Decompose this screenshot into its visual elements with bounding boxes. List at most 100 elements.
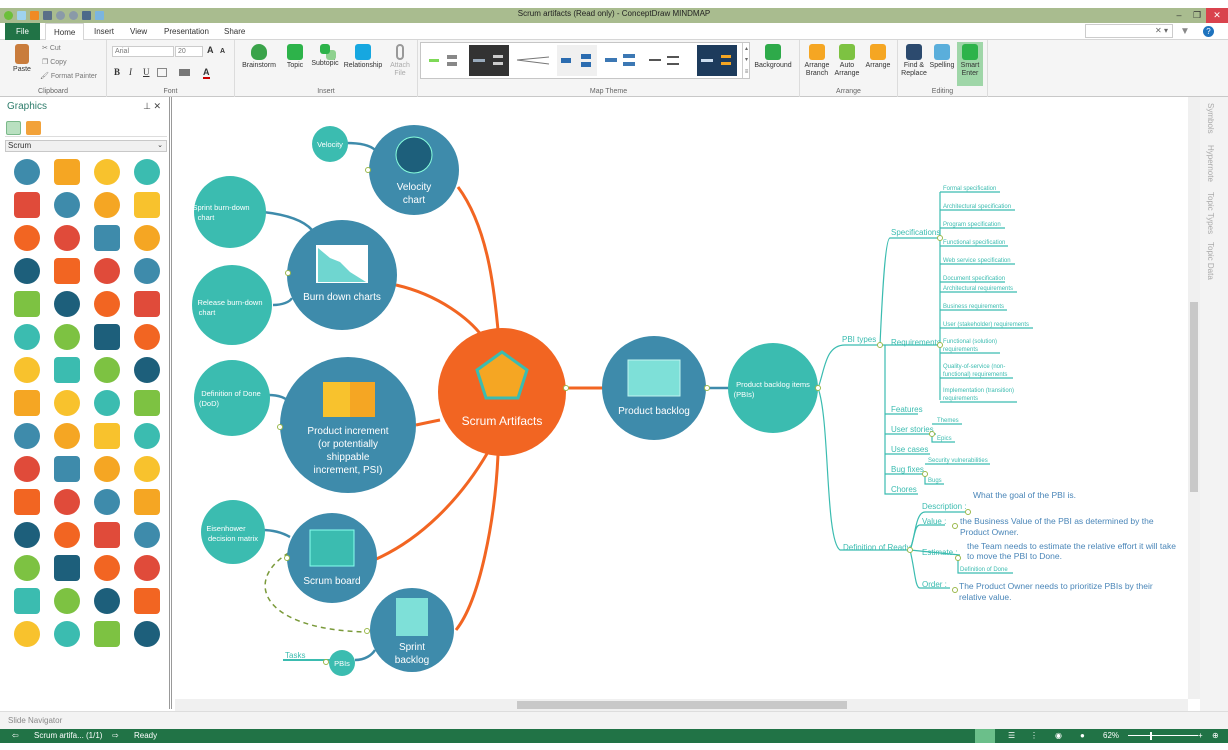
pbi-types-label[interactable]: PBI types [842, 335, 876, 344]
graphic-goal[interactable] [87, 551, 127, 584]
graphic-team-gears[interactable] [47, 254, 87, 287]
graphic-refresh[interactable] [127, 518, 167, 551]
graphic-thumbs-down[interactable] [7, 584, 47, 617]
story-item[interactable]: Epics [937, 436, 952, 442]
auto-arrange-button[interactable]: Auto Arrange [832, 44, 862, 78]
spec-item[interactable]: Functional specification [943, 240, 1005, 246]
requirements-label[interactable]: Requirements [891, 338, 941, 347]
graphic-presenter[interactable] [87, 386, 127, 419]
topic-button[interactable]: Topic [283, 44, 307, 70]
graphic-cycle[interactable] [87, 485, 127, 518]
filter-icon[interactable]: ▼ [1180, 26, 1190, 37]
graphic-questions[interactable] [47, 419, 87, 452]
graphic-businessman[interactable] [127, 551, 167, 584]
tab-topic-types[interactable]: Topic Types [1206, 192, 1215, 235]
graphic-hierarchy[interactable] [7, 485, 47, 518]
graphic-download[interactable] [127, 320, 167, 353]
view-tree-icon[interactable]: ⋮ [1030, 731, 1038, 740]
cut-button[interactable]: ✂ Cut [42, 45, 61, 52]
graphic-checklist[interactable] [7, 155, 47, 188]
bug-item[interactable]: Bugs [928, 478, 942, 484]
graphic-team-boxes[interactable] [7, 188, 47, 221]
arrange-branch-button[interactable]: Arrange Branch [802, 44, 832, 78]
graphic-bar-growth[interactable] [47, 320, 87, 353]
font-family-select[interactable]: Arial [112, 46, 174, 57]
graphic-check-circle[interactable] [7, 287, 47, 320]
view-mindmap-icon[interactable] [975, 729, 995, 743]
graphic-bug[interactable] [87, 188, 127, 221]
dor-label[interactable]: Definition of Ready [843, 543, 911, 552]
gallery-more-icon[interactable]: ≡ [744, 69, 749, 76]
arrange-button[interactable]: Arrange [862, 44, 894, 70]
graphic-growth-chart[interactable] [7, 221, 47, 254]
graphic-set-square[interactable] [87, 287, 127, 320]
new-icon[interactable] [17, 11, 26, 20]
theme-6[interactable] [645, 45, 685, 76]
graphic-gears-clock[interactable] [87, 353, 127, 386]
node-eisenhower[interactable] [201, 500, 265, 564]
zoom-slider[interactable] [1128, 735, 1198, 736]
graphic-team-check[interactable] [47, 551, 87, 584]
brainstorm-button[interactable]: Brainstorm [238, 44, 280, 70]
node-dod[interactable] [194, 360, 270, 436]
specifications-label[interactable]: Specifications [891, 228, 940, 237]
graphic-warning[interactable] [7, 386, 47, 419]
graphic-alert-bubble[interactable] [87, 155, 127, 188]
graphic-loop[interactable] [127, 485, 167, 518]
node-product-increment[interactable] [280, 357, 416, 493]
node-pbi-items[interactable] [728, 343, 818, 433]
gallery-up-icon[interactable]: ▴ [744, 45, 748, 52]
theme-3[interactable] [513, 45, 553, 76]
graphic-board[interactable] [47, 452, 87, 485]
graphic-burndown[interactable] [127, 188, 167, 221]
font-size-select[interactable]: 20 [175, 46, 203, 57]
chores-label[interactable]: Chores [891, 485, 917, 494]
dor-estimate-label[interactable]: Estimate : [922, 548, 958, 557]
graphic-speaker[interactable] [87, 452, 127, 485]
tab-share[interactable]: Share [224, 27, 246, 36]
graphic-question-cards[interactable] [47, 485, 87, 518]
bold-button[interactable]: B [114, 67, 121, 77]
subtopic-button[interactable]: Subtopic [309, 44, 341, 68]
minimize-button[interactable]: – [1176, 10, 1182, 20]
dor-description-label[interactable]: Description : [922, 502, 966, 511]
graphic-document[interactable] [127, 254, 167, 287]
graphic-id-card[interactable] [47, 617, 87, 650]
slide-navigator[interactable]: Slide Navigator [0, 711, 1228, 729]
horizontal-scroll-thumb[interactable] [517, 701, 847, 709]
theme-4[interactable] [557, 45, 597, 76]
save-icon[interactable] [43, 11, 52, 20]
bug-fixes-label[interactable]: Bug fixes [891, 465, 924, 474]
graphic-mvp-box[interactable] [47, 353, 87, 386]
print-icon[interactable] [82, 11, 91, 20]
graphic-gear[interactable] [47, 155, 87, 188]
graphic-document-check[interactable] [7, 254, 47, 287]
tab-hypernote[interactable]: Hypernote [1206, 145, 1215, 182]
graphic-clock[interactable] [87, 584, 127, 617]
mindmap-canvas[interactable]: Velocity chart Velocity Sprint burn-down… [175, 97, 1188, 699]
help-icon[interactable]: ? [1203, 26, 1214, 37]
graphic-backlog[interactable] [47, 386, 87, 419]
graphic-clipboard[interactable] [127, 584, 167, 617]
node-release-burndown[interactable] [192, 265, 272, 345]
spec-item[interactable]: Web service specification [943, 258, 1011, 264]
tab-file[interactable]: File [5, 23, 40, 40]
features-label[interactable]: Features [891, 405, 923, 414]
smart-enter-button[interactable]: Smart Enter [957, 42, 983, 86]
vertical-scrollbar[interactable] [1188, 97, 1200, 699]
horizontal-scrollbar[interactable] [175, 699, 1188, 711]
user-stories-label[interactable]: User stories [891, 425, 934, 434]
graphic-signpost[interactable] [127, 221, 167, 254]
req-item[interactable]: Business requirements [943, 304, 1004, 310]
node-sprint-burndown[interactable] [194, 176, 266, 248]
italic-button[interactable]: I [129, 67, 132, 77]
preview-icon[interactable] [95, 11, 104, 20]
graphic-team[interactable] [47, 188, 87, 221]
graphic-manager[interactable] [7, 551, 47, 584]
tab-topic-data[interactable]: Topic Data [1206, 242, 1215, 280]
spec-item[interactable]: Formal specification [943, 186, 996, 192]
gallery-down-icon[interactable]: ▾ [744, 57, 748, 64]
theme-7[interactable] [697, 45, 737, 76]
spelling-button[interactable]: Spelling [928, 44, 956, 70]
redo-icon[interactable] [69, 11, 78, 20]
